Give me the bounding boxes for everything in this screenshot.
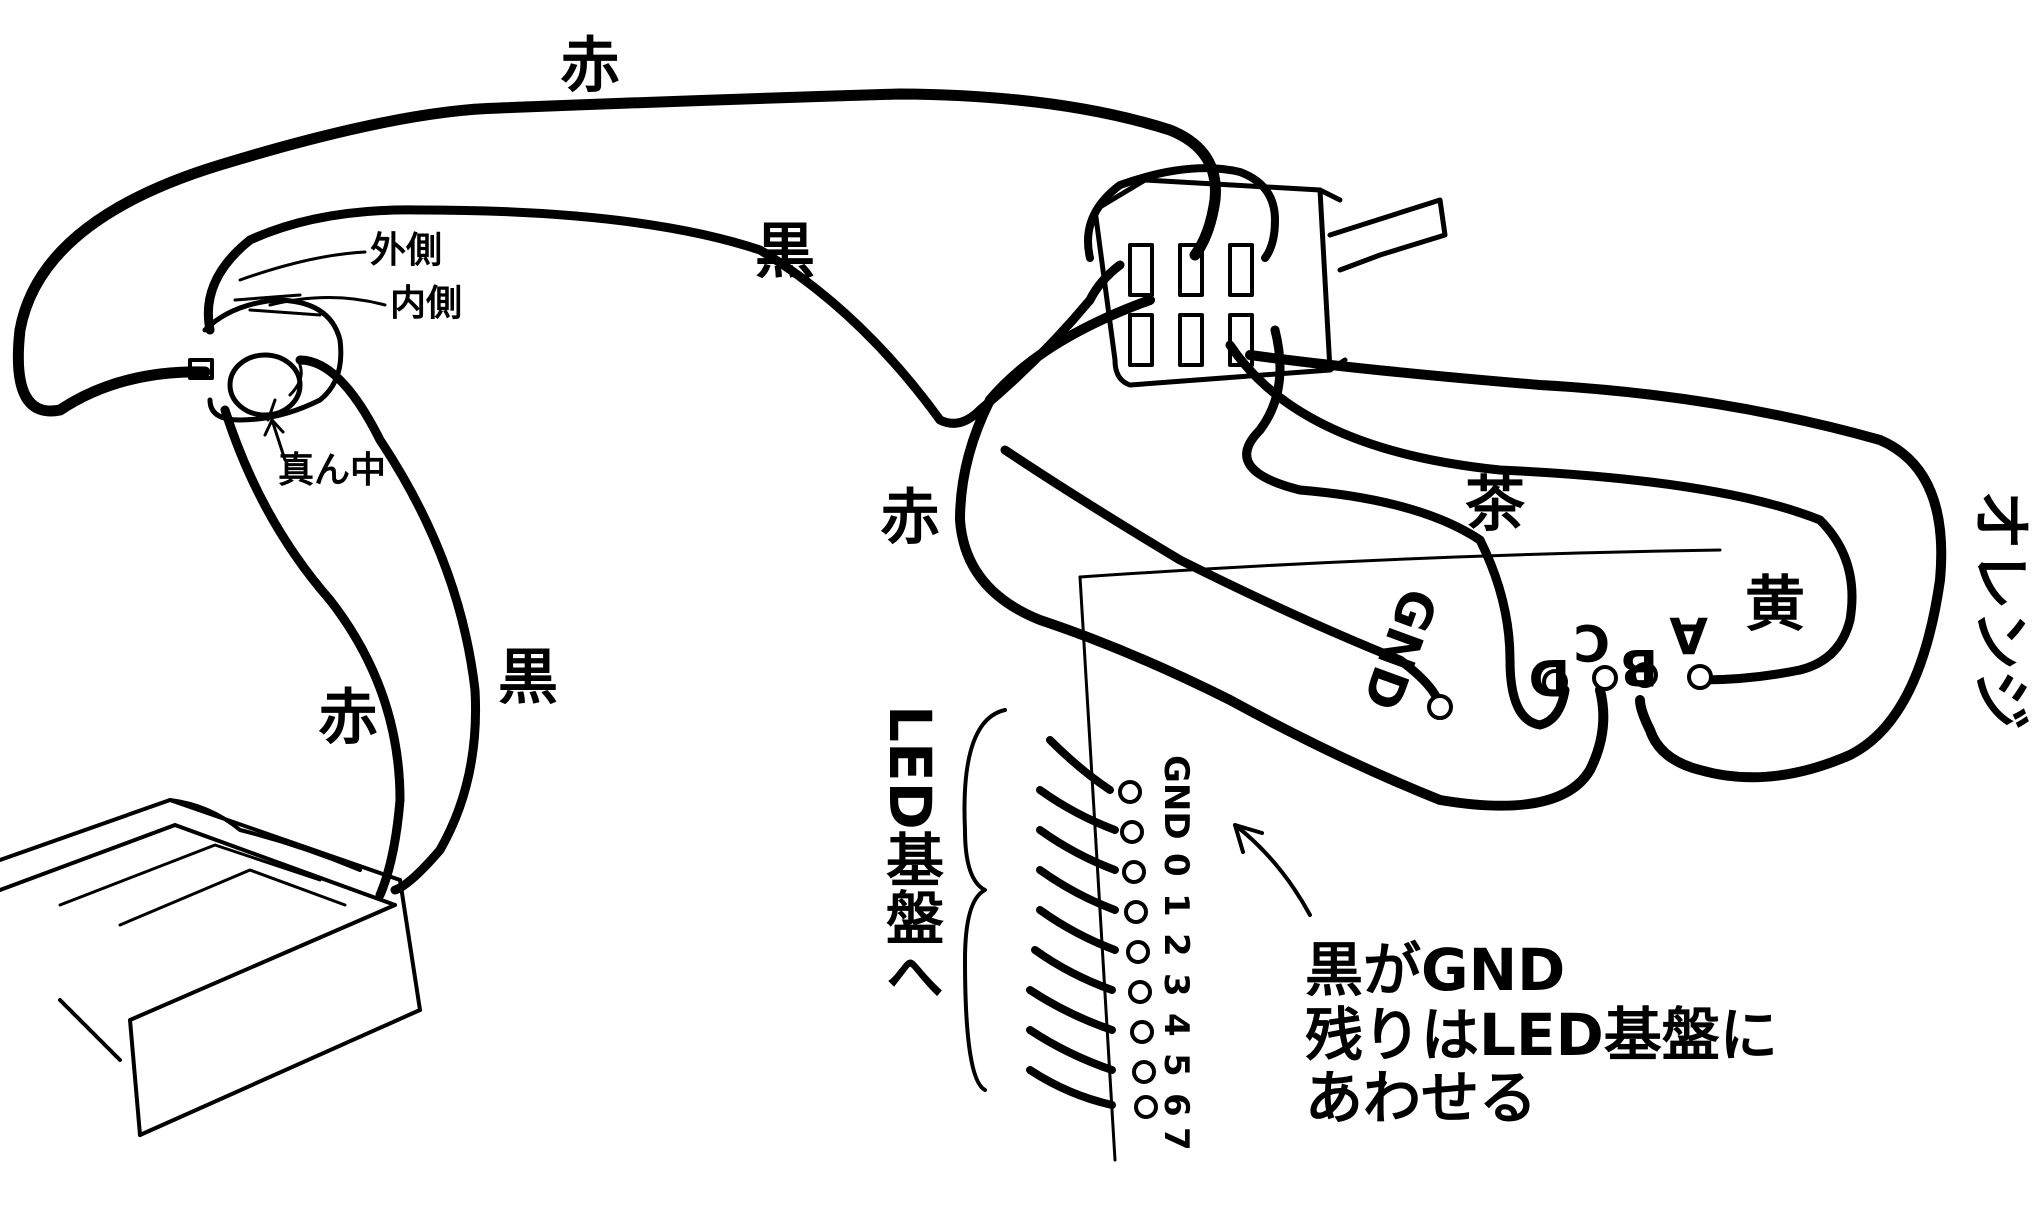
led-pin-2: 2 [1156,933,1196,957]
led-pin-labels: GND 0 1 2 3 4 5 6 7 [1156,755,1196,1151]
led-pin-0: 0 [1156,853,1196,877]
wire-top-red [12,88,1221,417]
led-pin-gnd: GND [1156,755,1196,840]
pin-gnd-pad [1427,694,1453,720]
pin-a-label: A [1669,606,1708,664]
wire-brown [1242,325,1570,730]
note-line-3: あわせる [1305,1064,1537,1132]
pin-d-pad [1542,669,1568,695]
led-pin-1: 1 [1156,893,1196,917]
led-header [1026,736,1158,1119]
led-pin-6: 6 [1156,1093,1196,1117]
led-pin-4: 4 [1156,1013,1196,1037]
label-top-red: 赤 [560,31,620,101]
battery-box [0,798,422,1137]
label-jack-center: 真ん中 [278,450,386,491]
led-pin-5: 5 [1156,1053,1196,1077]
pin-a-pad [1687,664,1713,690]
wires [12,88,1947,900]
arrow-center [263,418,287,462]
wire-orange [1245,350,1947,783]
wire-mid-red [955,295,1609,811]
wire-lower-black [295,355,481,895]
led-pin-3: 3 [1156,973,1196,997]
pin-c-pad [1592,665,1618,691]
label-mid-red: 赤 [880,483,940,553]
led-pin-7: 7 [1156,1127,1196,1151]
note-line-2: 残りはLED基盤に [1305,1001,1778,1069]
toggle-switch [1092,177,1448,388]
label-lower-black: 黒 [498,643,558,713]
label-lower-red: 赤 [318,683,378,753]
pin-d-label: D [1528,648,1570,706]
note-line-1: 黒がGND [1305,936,1565,1004]
pin-b-label: B [1620,638,1658,696]
main-board [1078,548,1722,1162]
label-orange: オレンジ [1965,490,2035,730]
arrow-note [1233,823,1312,917]
wire-lower-red [220,405,405,900]
pin-c-label: C [1573,613,1610,671]
label-brown: 茶 [1465,470,1526,540]
pin-b-pad [1632,662,1658,688]
label-jack-outer: 外側 [370,230,442,271]
label-jack-inner: 内側 [390,283,462,324]
wire-yellow [1225,340,1857,685]
led-board-label: LED基盤へ [876,705,944,1004]
audio-jack [188,293,344,423]
led-bracket [962,708,1007,1092]
label-top-black: 黒 [755,217,815,287]
label-yellow: 黄 [1745,570,1805,640]
